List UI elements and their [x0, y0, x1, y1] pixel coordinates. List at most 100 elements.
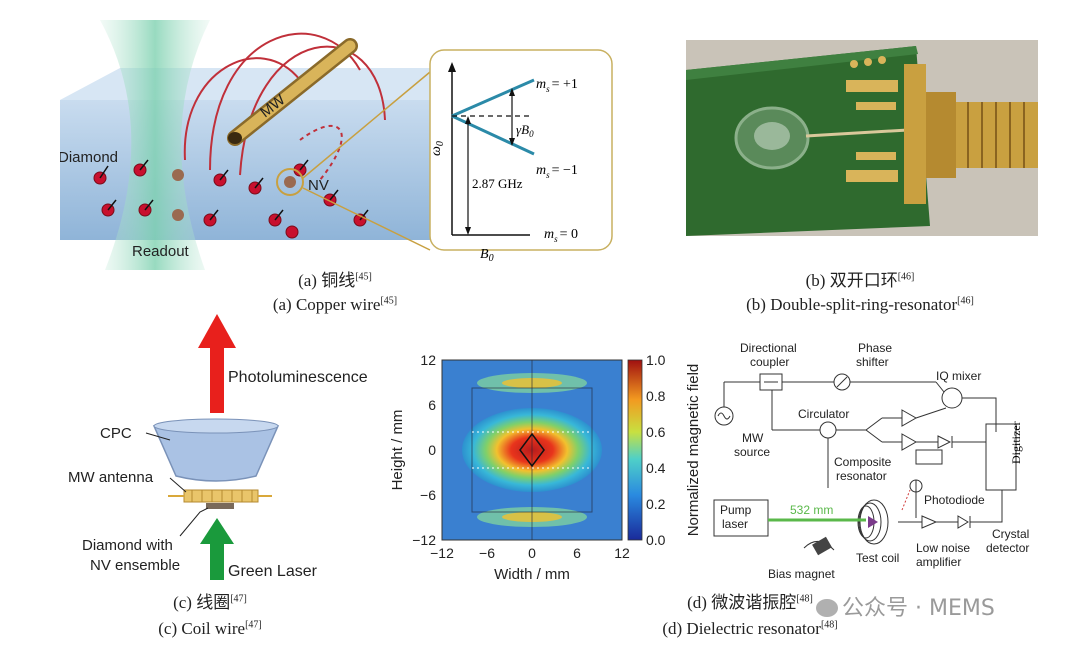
caption-d-en: (d) Dielectric resonator[48]: [662, 619, 838, 638]
photodiode-label: Photodiode: [924, 493, 985, 507]
ms-plus-label: m: [536, 77, 546, 92]
split-ring-resonator-photo: [686, 40, 1038, 236]
panel-b-photo: [686, 40, 1038, 236]
iq-mixer: [941, 387, 963, 409]
caption-b-en: (b) Double-split-ring-resonator[46]: [746, 295, 974, 314]
svg-text:γB0: γB0: [516, 122, 534, 139]
ms-zero-label: m: [544, 227, 554, 242]
low-noise-label-2: amplifier: [916, 555, 961, 569]
colorbar-ticks: 1.0 0.8 0.6 0.4 0.2 0.0: [646, 352, 666, 548]
diamond-label: Diamond: [60, 149, 118, 166]
caption-a-cn: (a) 铜线[45]: [298, 271, 372, 290]
panel-a-copper-wire: MW NV Diamond Readout: [58, 10, 620, 280]
svg-text:B0: B0: [480, 247, 494, 264]
energy-level-diagram: [448, 62, 535, 236]
svg-text:0.8: 0.8: [646, 388, 666, 404]
nv-sample: [868, 516, 878, 528]
panel-c-coil-wire: Photoluminescence CPC MW antenna Diamond…: [60, 308, 400, 588]
svg-text:0.2: 0.2: [646, 496, 666, 512]
caption-c-en: (c) Coil wire[47]: [158, 619, 262, 638]
panel-heatmap: −12 −6 0 6 12 12 6 0 −6 −12 Width / mm H…: [380, 340, 710, 590]
svg-text:ω0: ω0: [429, 141, 446, 156]
svg-text:ms= 0: ms= 0: [544, 227, 578, 244]
svg-text:6: 6: [573, 545, 581, 561]
circulator: [819, 421, 837, 439]
mw-antenna-label: MW antenna: [68, 469, 154, 486]
heatmap-y-label: Height / mm: [389, 410, 406, 491]
crystal-label-1: Crystal: [992, 527, 1029, 541]
mw-source-label-2: source: [734, 445, 770, 459]
svg-text:−12: −12: [430, 545, 454, 561]
photoluminescence-label: Photoluminescence: [228, 369, 368, 386]
gamma-b0-label: γB: [516, 122, 529, 137]
heatmap-y-ticks: 12 6 0 −6 −12: [412, 352, 436, 548]
heatmap-x-label: Width / mm: [494, 566, 570, 583]
diamond-label-line2: NV ensemble: [90, 557, 180, 574]
circulator-label: Circulator: [798, 407, 849, 421]
svg-text:12: 12: [420, 352, 436, 368]
heatmap-x-ticks: −12 −6 0 6 12: [430, 545, 630, 561]
colorbar-label: Normalized magnetic field: [685, 364, 702, 537]
energy-level-inset: [429, 49, 613, 251]
magnetic-field-heatmap: −12 −6 0 6 12 12 6 0 −6 −12 Width / mm H…: [389, 352, 702, 583]
bias-magnet-label: Bias magnet: [768, 567, 835, 581]
svg-text:ms= −1: ms= −1: [536, 163, 578, 180]
caption-b-cn: (b) 双开口环[46]: [805, 271, 915, 290]
zero-field-gap-label: 2.87 GHz: [472, 176, 523, 191]
pump-laser: [713, 499, 769, 537]
dielectric-resonator-circuit: Directional coupler Phase shifter IQ mix…: [713, 341, 1029, 581]
wavelength-label: 532 mm: [790, 503, 833, 517]
nv-label: NV: [308, 177, 329, 194]
green-laser-arrow: [210, 540, 224, 580]
mw-source-label-1: MW: [742, 431, 764, 445]
photodiode: [909, 479, 923, 493]
low-noise-amplifier: [921, 515, 938, 529]
cpc-label: CPC: [100, 425, 132, 442]
crystal-label-2: detector: [986, 541, 1029, 555]
svg-text:0.6: 0.6: [646, 424, 666, 440]
directional-coupler-label-2: coupler: [750, 355, 789, 369]
phase-shifter-label-1: Phase: [858, 341, 892, 355]
iq-mixer-label: IQ mixer: [936, 369, 981, 383]
green-laser-label: Green Laser: [228, 563, 318, 580]
svg-text:6: 6: [428, 397, 436, 413]
wechat-icon: [816, 599, 838, 617]
composite-label-2: resonator: [836, 469, 887, 483]
watermark: 公众号 · MEMS: [816, 590, 995, 622]
svg-text:1.0: 1.0: [646, 352, 666, 368]
lna-1: [901, 409, 918, 427]
nv-diamond: [206, 503, 234, 509]
svg-text:0.4: 0.4: [646, 460, 666, 476]
ms-minus-label: m: [536, 163, 546, 178]
cpc-concentrator: [152, 425, 280, 482]
svg-text:0: 0: [428, 442, 436, 458]
bias-magnet: [812, 536, 832, 556]
low-noise-label-1: Low noise: [916, 541, 970, 555]
nv-diamond-schematic: MW NV Diamond Readout: [58, 20, 613, 270]
coil-wire-schematic: Photoluminescence CPC MW antenna Diamond…: [68, 314, 368, 580]
b0-axis-label: B: [480, 247, 489, 262]
composite-label-1: Composite: [834, 455, 892, 469]
digitizer: [985, 423, 1017, 491]
photoluminescence-arrow: [210, 343, 224, 413]
pump-laser-label-2: laser: [722, 517, 748, 531]
nv-highlight-circle: [276, 168, 304, 196]
svg-text:12: 12: [614, 545, 630, 561]
svg-text:−6: −6: [420, 487, 436, 503]
readout-label: Readout: [132, 243, 190, 260]
directional-coupler-label-1: Directional: [740, 341, 797, 355]
nv-centers: [93, 159, 369, 239]
svg-text:0.0: 0.0: [646, 532, 666, 548]
readout-beam: [100, 20, 210, 270]
lna-2: [901, 433, 918, 451]
caption-d-cn: (d) 微波谐振腔[48]: [687, 593, 813, 612]
digitizer-label: Digitizer: [1009, 421, 1023, 464]
mw-antenna: [183, 489, 259, 503]
caption-c-cn: (c) 线圈[47]: [173, 593, 247, 612]
pump-laser-label-1: Pump: [720, 503, 752, 517]
panel-d-dielectric-resonator: Directional coupler Phase shifter IQ mix…: [706, 338, 1046, 588]
colorbar: [627, 359, 643, 541]
svg-text:−6: −6: [479, 545, 495, 561]
svg-text:ms= +1: ms= +1: [536, 77, 578, 94]
test-coil-label: Test coil: [856, 551, 899, 565]
